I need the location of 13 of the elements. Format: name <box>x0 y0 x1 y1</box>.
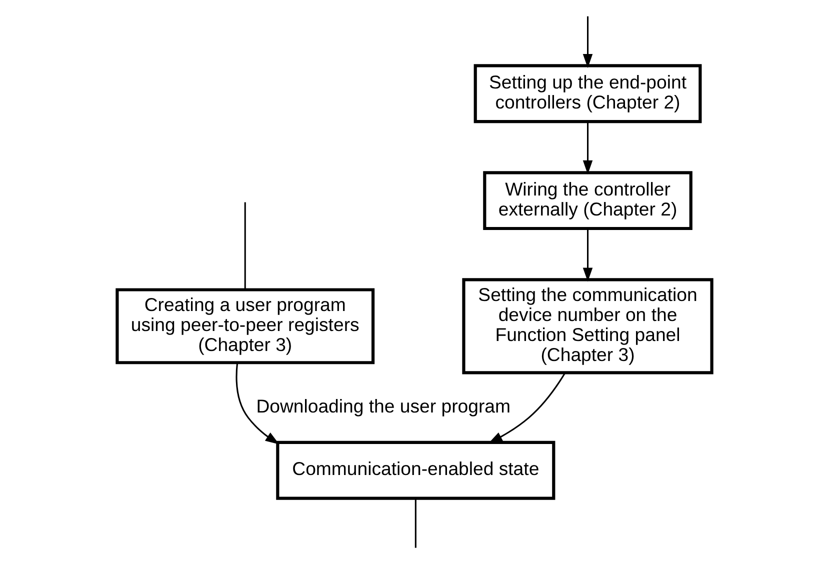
node-box: Setting the communication device number on the Function Setting panel (Chapter 3) <box>462 278 713 374</box>
node-box: Wiring the controller externally (Chapter 2) <box>482 171 692 230</box>
arrow <box>582 228 592 282</box>
connector <box>244 202 246 290</box>
node-box: Communication-enabled state <box>276 440 555 500</box>
arrow <box>488 372 566 444</box>
connector <box>414 498 416 548</box>
node-box: Creating a user program using peer-to-peer registers (Chapter 3) <box>115 288 374 364</box>
arrow <box>235 362 279 444</box>
arrow <box>582 122 592 174</box>
arrow <box>582 16 592 68</box>
node-box: Setting up the end-point controllers (Chapter 2) <box>473 64 702 124</box>
edge-label: Downloading the user program <box>256 395 510 416</box>
